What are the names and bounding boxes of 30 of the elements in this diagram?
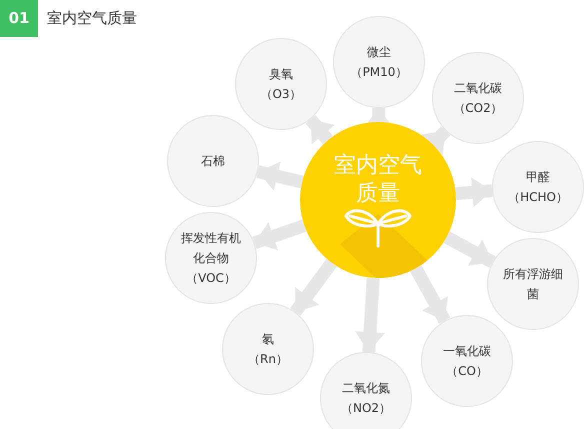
number-badge: 01: [0, 0, 38, 37]
topic-formula: （CO）: [446, 363, 488, 380]
arrow: [421, 126, 450, 156]
arrow: [410, 265, 450, 324]
center-title: 室内空气质量: [333, 152, 423, 208]
topic-name: 二氧化氮: [342, 380, 390, 397]
topic-formula: （CO2）: [453, 100, 503, 117]
topic-name: 氡: [262, 331, 274, 348]
topic-name: 石棉: [201, 153, 225, 170]
topic-name: 微尘: [367, 44, 391, 61]
topic-name: 所有浮游细菌: [502, 266, 564, 303]
topic-formula: （HCHO）: [508, 189, 568, 206]
topic-name: 臭氧: [269, 66, 293, 83]
arrow: [306, 115, 335, 144]
arrow: [252, 219, 306, 250]
topic-formula: （VOC）: [186, 270, 236, 287]
topic-name: 挥发性有机化合物: [180, 230, 242, 267]
arrow: [355, 278, 385, 352]
topic-name: 一氧化碳: [443, 343, 491, 360]
arrow: [444, 231, 496, 268]
topic-name: 甲醛: [526, 169, 550, 186]
topic-formula: （Rn）: [248, 351, 288, 368]
topic-formula: （O3）: [260, 86, 302, 103]
topic-formula: （PM10）: [350, 64, 408, 81]
title: 室内空气质量: [47, 9, 137, 28]
arrow: [290, 258, 337, 316]
arrow: [455, 177, 493, 208]
topic-name: 二氧化碳: [454, 80, 502, 97]
arrow: [256, 162, 304, 191]
topic-formula: （NO2）: [340, 400, 392, 417]
